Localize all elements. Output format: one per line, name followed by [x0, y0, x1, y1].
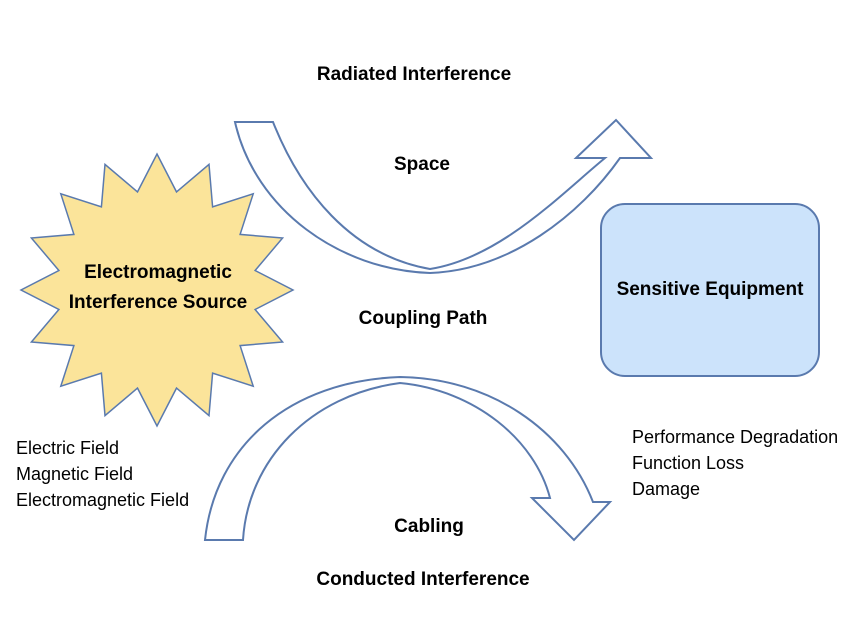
effects-list: Performance Degradation Function Loss Da… — [632, 424, 838, 502]
field-type-item: Electromagnetic Field — [16, 490, 190, 510]
field-type-item: Magnetic Field — [16, 464, 134, 484]
space-label: Space — [394, 154, 450, 175]
radiated-interference-label: Radiated Interference — [316, 64, 512, 85]
source-label-line2: Interference Source — [68, 292, 248, 313]
conducted-interference-label: Conducted Interference — [316, 569, 530, 590]
sensitive-equipment-label: Sensitive Equipment — [616, 279, 804, 300]
conducted-coupling-arrow — [203, 375, 613, 542]
source-label-line1: Electromagnetic — [84, 262, 232, 283]
sensitive-equipment-box — [600, 203, 820, 377]
interference-source-starburst — [19, 152, 295, 428]
cabling-label: Cabling — [394, 516, 464, 537]
coupling-path-label: Coupling Path — [358, 308, 488, 329]
effect-item: Function Loss — [632, 453, 745, 473]
radiated-coupling-arrow — [233, 118, 654, 275]
interference-source-label: Electromagnetic Interference Source — [20, 258, 296, 318]
effect-item: Damage — [632, 479, 701, 499]
field-type-item: Electric Field — [16, 438, 120, 458]
effect-item: Performance Degradation — [632, 427, 839, 447]
field-types-list: Electric Field Magnetic Field Electromag… — [16, 435, 189, 513]
